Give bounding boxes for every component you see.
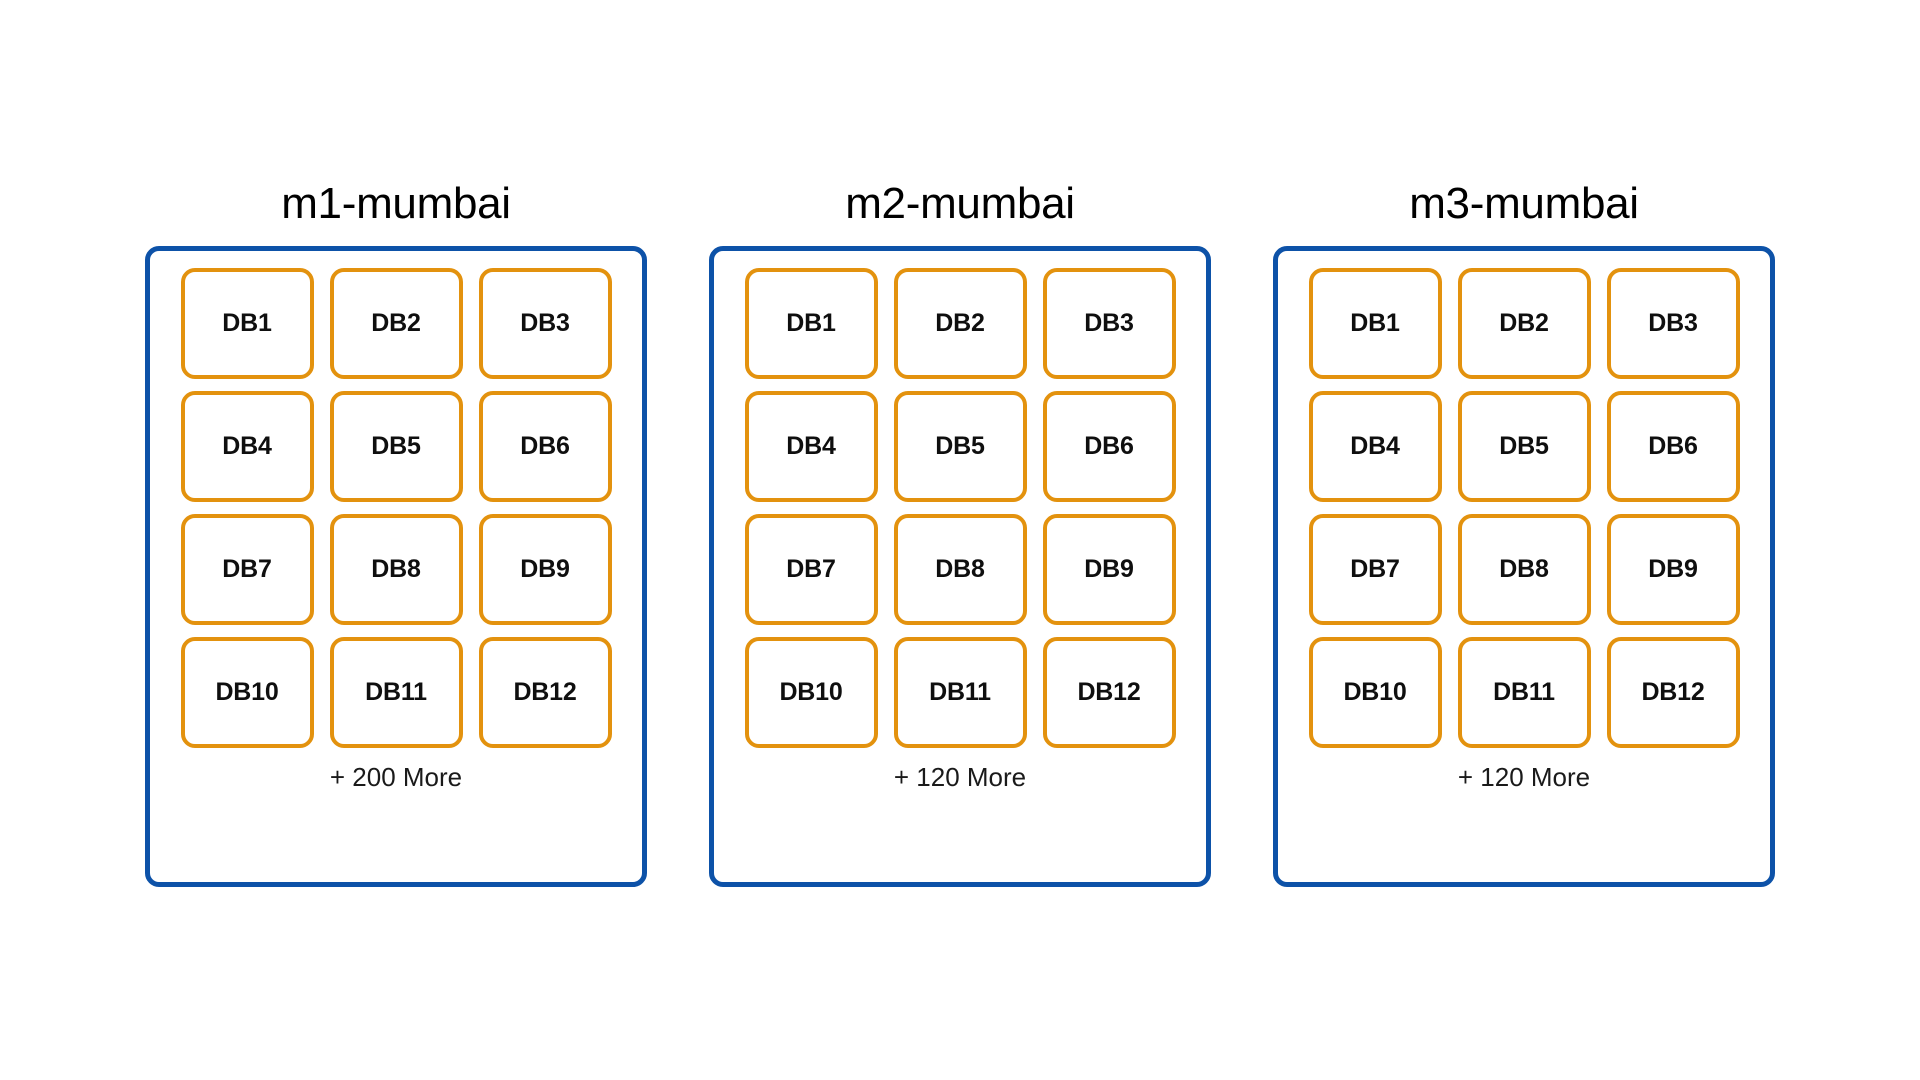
db-node-label: DB8: [935, 555, 985, 583]
db-node[interactable]: DB7: [180, 514, 314, 625]
db-node[interactable]: DB1: [1308, 268, 1442, 379]
machine-panel-group: m1-mumbai DB1 DB2 DB3 DB4: [145, 182, 647, 887]
db-node-label: DB12: [1077, 678, 1141, 706]
db-node-label: DB7: [786, 555, 836, 583]
db-node-label: DB9: [1084, 555, 1134, 583]
machine-panel-group: m2-mumbai DB1 DB2 DB3 DB4: [709, 182, 1211, 887]
db-node-label: DB3: [1084, 309, 1134, 337]
db-node-label: DB6: [520, 432, 570, 460]
db-node[interactable]: DB11: [1457, 637, 1591, 748]
more-nodes-label: + 120 More: [893, 762, 1027, 792]
db-node[interactable]: DB3: [478, 268, 612, 379]
db-node-label: DB8: [371, 555, 421, 583]
db-node[interactable]: DB7: [744, 514, 878, 625]
db-node-label: DB7: [1350, 555, 1400, 583]
db-node-label: DB2: [371, 309, 421, 337]
db-node[interactable]: DB11: [329, 637, 463, 748]
db-node[interactable]: DB10: [180, 637, 314, 748]
more-nodes-label: + 200 More: [329, 762, 463, 792]
machine-panel-group: m3-mumbai DB1 DB2 DB3 DB4: [1273, 182, 1775, 887]
db-node[interactable]: DB12: [1606, 637, 1740, 748]
db-node-label: DB1: [786, 309, 836, 337]
db-node-label: DB12: [1641, 678, 1705, 706]
db-node-label: DB10: [779, 678, 843, 706]
db-node[interactable]: DB6: [1042, 391, 1176, 502]
machine-panels-row: m1-mumbai DB1 DB2 DB3 DB4: [0, 182, 1920, 887]
db-node[interactable]: DB10: [744, 637, 878, 748]
db-node[interactable]: DB2: [893, 268, 1027, 379]
db-node[interactable]: DB4: [1308, 391, 1442, 502]
db-grid: DB1 DB2 DB3 DB4 DB5 DB6: [180, 268, 612, 748]
db-node-label: DB1: [1350, 309, 1400, 337]
panel-title: m2-mumbai: [845, 179, 1075, 228]
db-node-label: DB1: [222, 309, 272, 337]
db-node-label: DB4: [1350, 432, 1400, 460]
db-node[interactable]: DB4: [180, 391, 314, 502]
db-node[interactable]: DB10: [1308, 637, 1442, 748]
db-node-label: DB5: [935, 432, 985, 460]
db-node[interactable]: DB1: [744, 268, 878, 379]
db-node[interactable]: DB12: [478, 637, 612, 748]
db-node-label: DB5: [371, 432, 421, 460]
db-node[interactable]: DB4: [744, 391, 878, 502]
db-node-label: DB9: [520, 555, 570, 583]
db-node-label: DB6: [1084, 432, 1134, 460]
db-node[interactable]: DB8: [329, 514, 463, 625]
db-node-label: DB4: [222, 432, 272, 460]
db-node-label: DB2: [1499, 309, 1549, 337]
db-node[interactable]: DB3: [1606, 268, 1740, 379]
machine-panel-m3[interactable]: DB1 DB2 DB3 DB4 DB5 DB6: [1273, 246, 1775, 887]
db-node-label: DB2: [935, 309, 985, 337]
db-node[interactable]: DB2: [329, 268, 463, 379]
panel-title: m3-mumbai: [1409, 179, 1639, 228]
db-node-label: DB8: [1499, 555, 1549, 583]
db-node[interactable]: DB5: [1457, 391, 1591, 502]
db-node[interactable]: DB8: [893, 514, 1027, 625]
db-node[interactable]: DB9: [1606, 514, 1740, 625]
db-node-label: DB4: [786, 432, 836, 460]
db-node-label: DB11: [1493, 678, 1555, 706]
db-node-label: DB10: [1343, 678, 1407, 706]
db-node[interactable]: DB11: [893, 637, 1027, 748]
db-node[interactable]: DB1: [180, 268, 314, 379]
db-node-label: DB12: [513, 678, 577, 706]
db-node[interactable]: DB5: [893, 391, 1027, 502]
db-node[interactable]: DB5: [329, 391, 463, 502]
db-node[interactable]: DB9: [1042, 514, 1176, 625]
db-node-label: DB10: [215, 678, 279, 706]
db-node[interactable]: DB3: [1042, 268, 1176, 379]
db-node-label: DB7: [222, 555, 272, 583]
db-node[interactable]: DB2: [1457, 268, 1591, 379]
db-node[interactable]: DB6: [478, 391, 612, 502]
db-node-label: DB3: [520, 309, 570, 337]
machine-panel-m2[interactable]: DB1 DB2 DB3 DB4 DB5 DB6: [709, 246, 1211, 887]
db-node-label: DB3: [1648, 309, 1698, 337]
db-node-label: DB9: [1648, 555, 1698, 583]
db-node-label: DB5: [1499, 432, 1549, 460]
db-node[interactable]: DB8: [1457, 514, 1591, 625]
db-grid: DB1 DB2 DB3 DB4 DB5 DB6: [744, 268, 1176, 748]
db-node[interactable]: DB12: [1042, 637, 1176, 748]
db-node-label: DB6: [1648, 432, 1698, 460]
db-node[interactable]: DB7: [1308, 514, 1442, 625]
db-node[interactable]: DB9: [478, 514, 612, 625]
db-node-label: DB11: [929, 678, 991, 706]
db-node-label: DB11: [365, 678, 427, 706]
db-grid: DB1 DB2 DB3 DB4 DB5 DB6: [1308, 268, 1740, 748]
panel-title: m1-mumbai: [281, 179, 511, 228]
machine-panel-m1[interactable]: DB1 DB2 DB3 DB4 DB5 DB6: [145, 246, 647, 887]
more-nodes-label: + 120 More: [1457, 762, 1591, 792]
db-node[interactable]: DB6: [1606, 391, 1740, 502]
